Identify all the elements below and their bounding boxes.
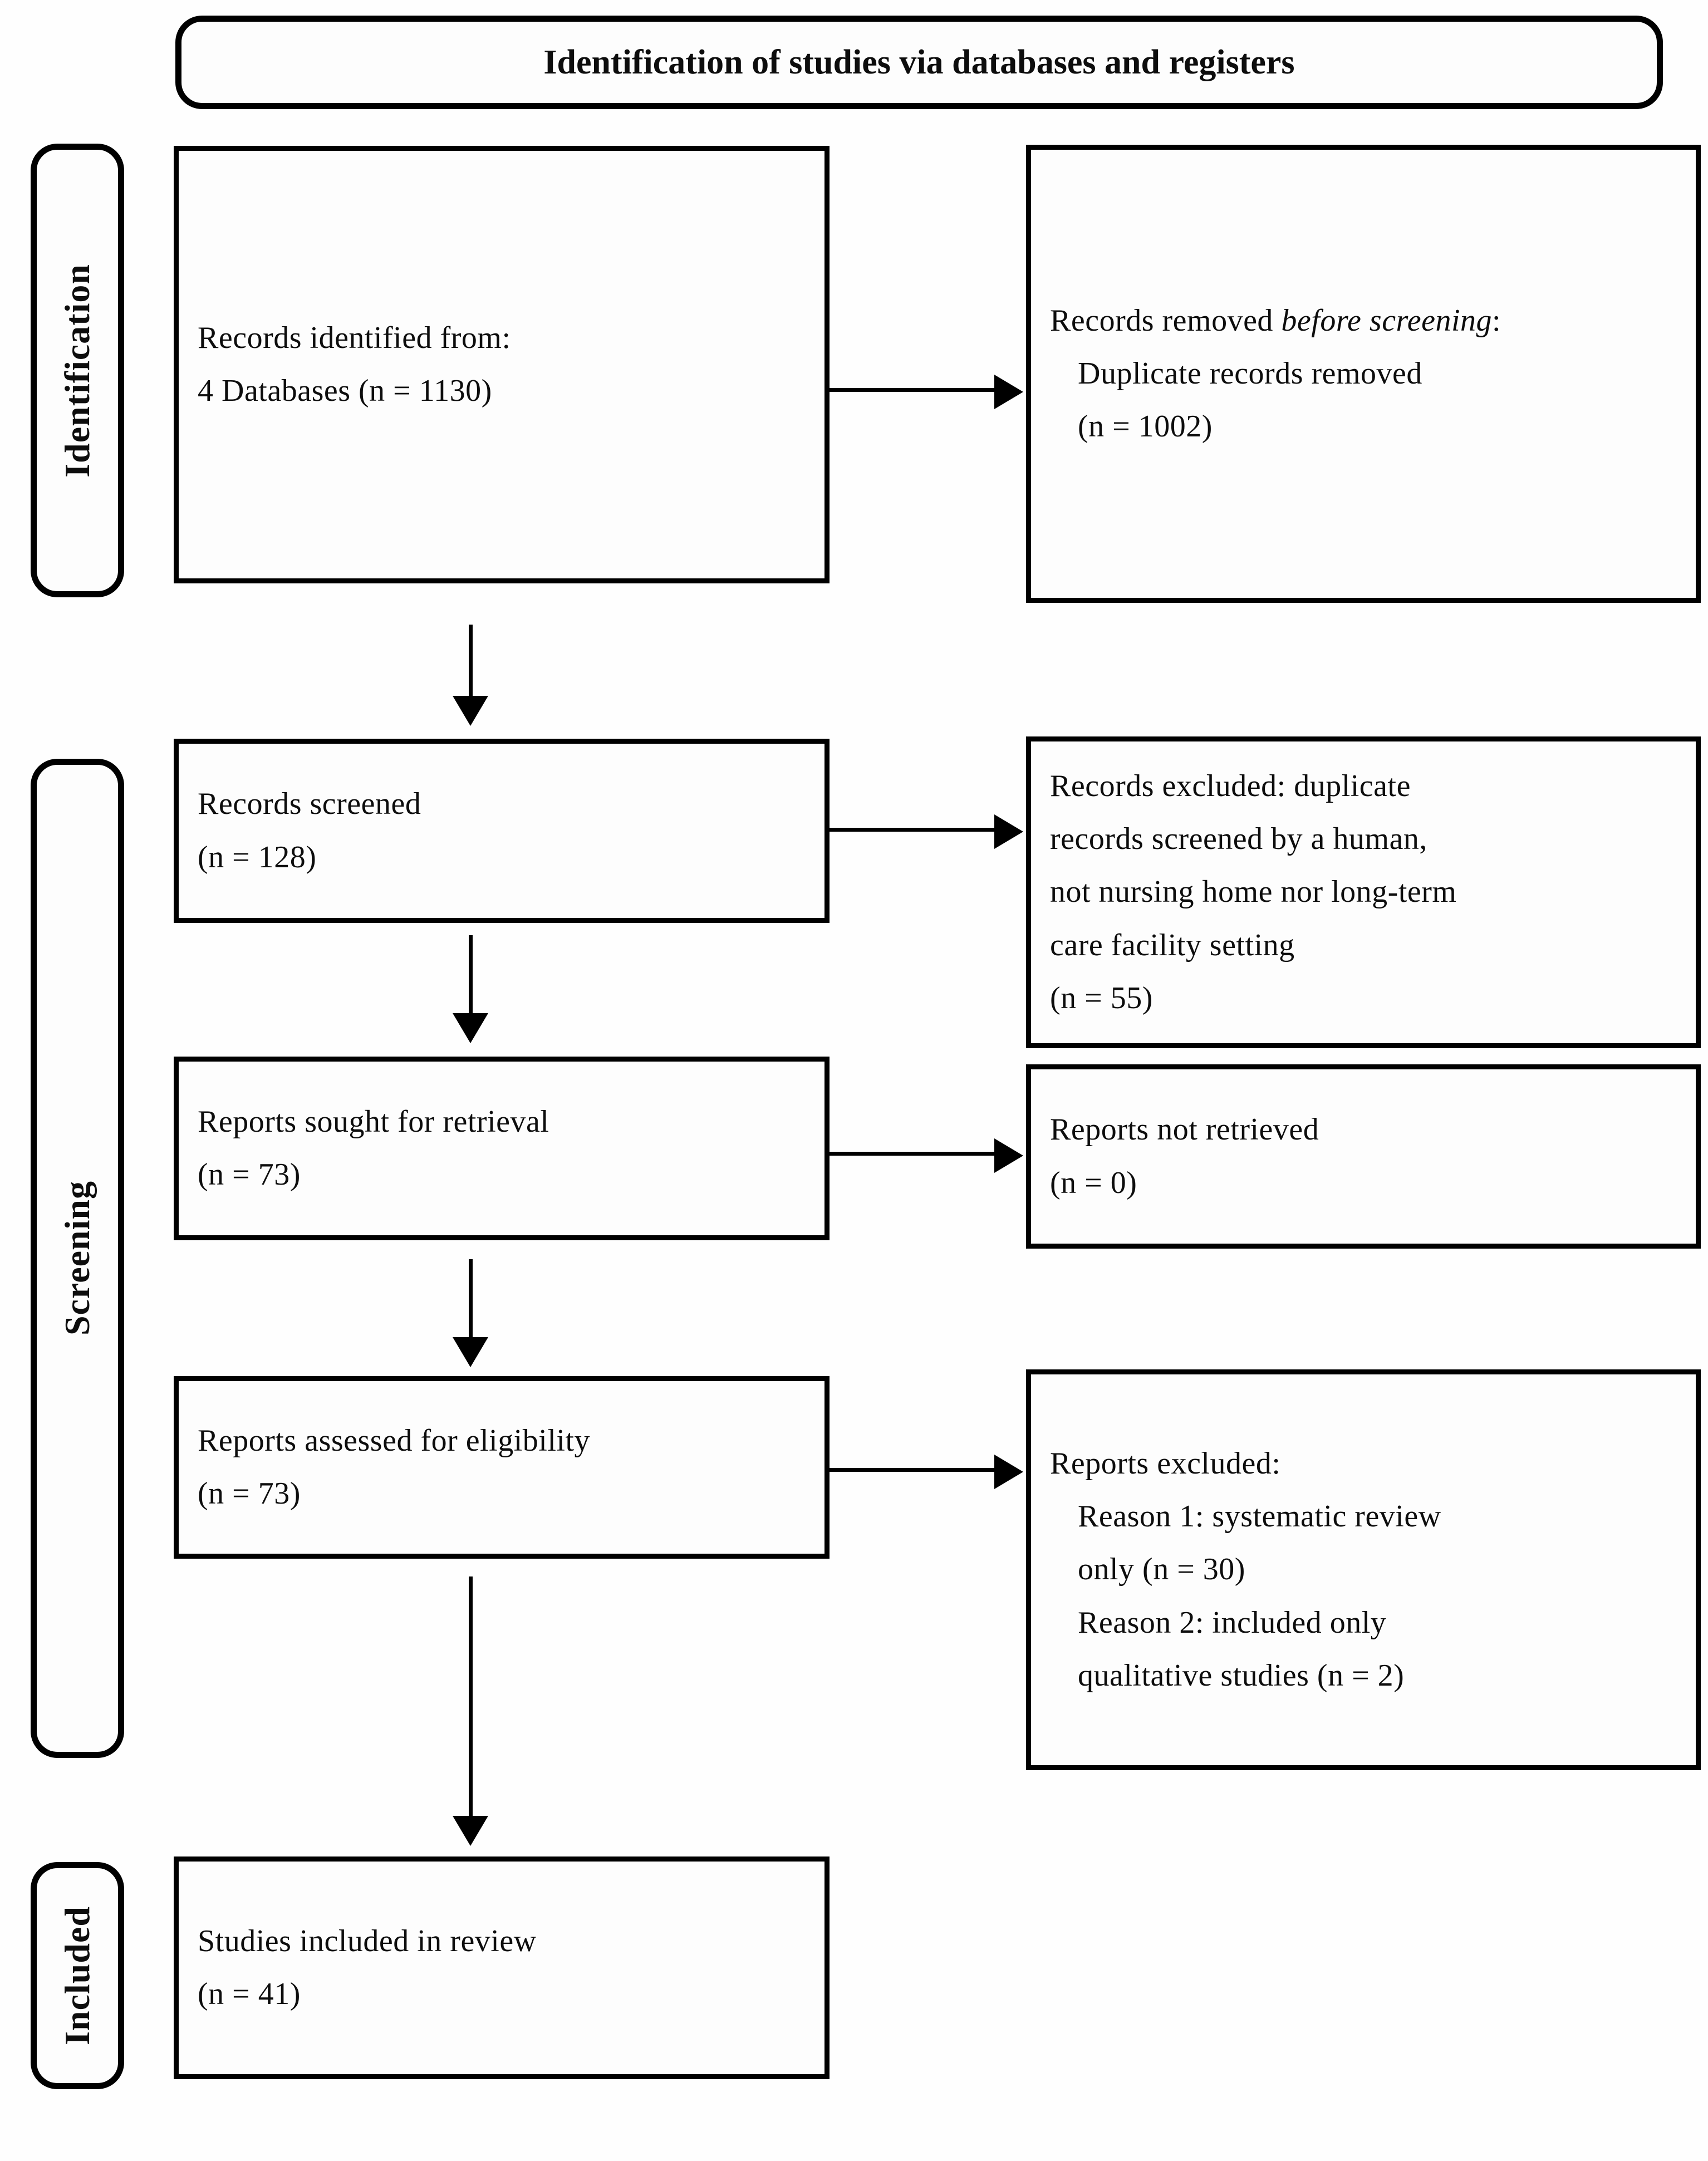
reports-assessed-line2: (n = 73) — [198, 1476, 301, 1511]
box-reports-assessed: Reports assessed for eligibility (n = 73… — [174, 1376, 830, 1559]
arrow-identified-to-removed-line — [828, 388, 995, 392]
stage-screening: Screening — [31, 759, 124, 1758]
box-reports-excluded: Reports excluded: Reason 1: systematic r… — [1026, 1369, 1701, 1770]
diagram-title: Identification of studies via databases … — [543, 43, 1295, 81]
records-identified-line2: 4 Databases (n = 1130) — [198, 374, 492, 408]
records-excluded-line: records screened by a human, — [1050, 822, 1427, 857]
reports-excluded-reason-line: Reason 2: included only — [1078, 1605, 1387, 1640]
stage-included-label: Included — [57, 1906, 97, 2045]
arrow-screened-to-excluded-line — [828, 828, 995, 832]
arrow-identified-to-removed-head — [994, 375, 1023, 409]
arrow-sought-to-assessed-line — [469, 1259, 473, 1338]
arrow-screened-to-excluded-head — [994, 814, 1023, 849]
box-reports-sought: Reports sought for retrieval (n = 73) — [174, 1057, 830, 1240]
reports-excluded-reason-line: Reason 1: systematic review — [1078, 1499, 1441, 1534]
box-records-removed: Records removed before screening: Duplic… — [1026, 145, 1701, 603]
diagram-title-banner: Identification of studies via databases … — [175, 16, 1663, 109]
box-studies-included: Studies included in review (n = 41) — [174, 1857, 830, 2079]
reports-not-retrieved-line1: Reports not retrieved — [1050, 1112, 1319, 1147]
studies-included-line2: (n = 41) — [198, 1977, 301, 2011]
reports-sought-line2: (n = 73) — [198, 1157, 301, 1192]
reports-excluded-header: Reports excluded: — [1050, 1446, 1281, 1481]
records-removed-prefix: Records removed — [1050, 303, 1282, 338]
arrow-screened-to-sought-line — [469, 935, 473, 1014]
records-screened-line1: Records screened — [198, 787, 421, 822]
records-removed-header: Records removed before screening: — [1050, 294, 1681, 347]
records-excluded-line: care facility setting — [1050, 927, 1295, 962]
stage-screening-label: Screening — [57, 1181, 97, 1336]
records-screened-line2: (n = 128) — [198, 839, 317, 875]
box-records-screened: Records screened (n = 128) — [174, 739, 830, 923]
studies-included-line1: Studies included in review — [198, 1923, 537, 1958]
records-excluded-line: Records excluded: duplicate — [1050, 769, 1411, 804]
records-identified-line1: Records identified from: — [198, 320, 511, 355]
box-records-identified: Records identified from: 4 Databases (n … — [174, 146, 830, 583]
records-removed-indent2: (n = 1002) — [1078, 409, 1213, 444]
records-excluded-line: not nursing home nor long-term — [1050, 875, 1457, 910]
arrow-identified-to-screened-line — [469, 625, 473, 697]
records-removed-italic: before screening — [1281, 303, 1493, 338]
stage-included: Included — [31, 1862, 124, 2089]
arrow-sought-to-notretrieved-head — [994, 1138, 1023, 1173]
arrow-sought-to-assessed-head — [453, 1337, 488, 1367]
arrow-assessed-to-reportsexcluded-head — [994, 1455, 1023, 1489]
records-excluded-line: (n = 55) — [1050, 980, 1153, 1015]
records-removed-indent1: Duplicate records removed — [1078, 356, 1422, 391]
stage-identification-label: Identification — [57, 263, 97, 478]
arrow-screened-to-sought-head — [453, 1013, 488, 1043]
arrow-assessed-to-reportsexcluded-line — [828, 1468, 995, 1472]
arrow-assessed-to-included-line — [469, 1576, 473, 1817]
arrow-identified-to-screened-head — [453, 696, 488, 726]
records-removed-suffix: : — [1492, 303, 1501, 338]
reports-excluded-reason-line: only (n = 30) — [1078, 1552, 1245, 1587]
arrow-sought-to-notretrieved-line — [828, 1152, 995, 1156]
stage-identification: Identification — [31, 144, 124, 597]
reports-excluded-reason-line: qualitative studies (n = 2) — [1078, 1658, 1405, 1693]
arrow-assessed-to-included-head — [453, 1816, 488, 1846]
reports-sought-line1: Reports sought for retrieval — [198, 1104, 549, 1139]
box-reports-not-retrieved: Reports not retrieved (n = 0) — [1026, 1064, 1701, 1249]
reports-assessed-line1: Reports assessed for eligibility — [198, 1423, 591, 1458]
reports-not-retrieved-line2: (n = 0) — [1050, 1165, 1137, 1200]
box-records-excluded: Records excluded: duplicate records scre… — [1026, 736, 1701, 1048]
